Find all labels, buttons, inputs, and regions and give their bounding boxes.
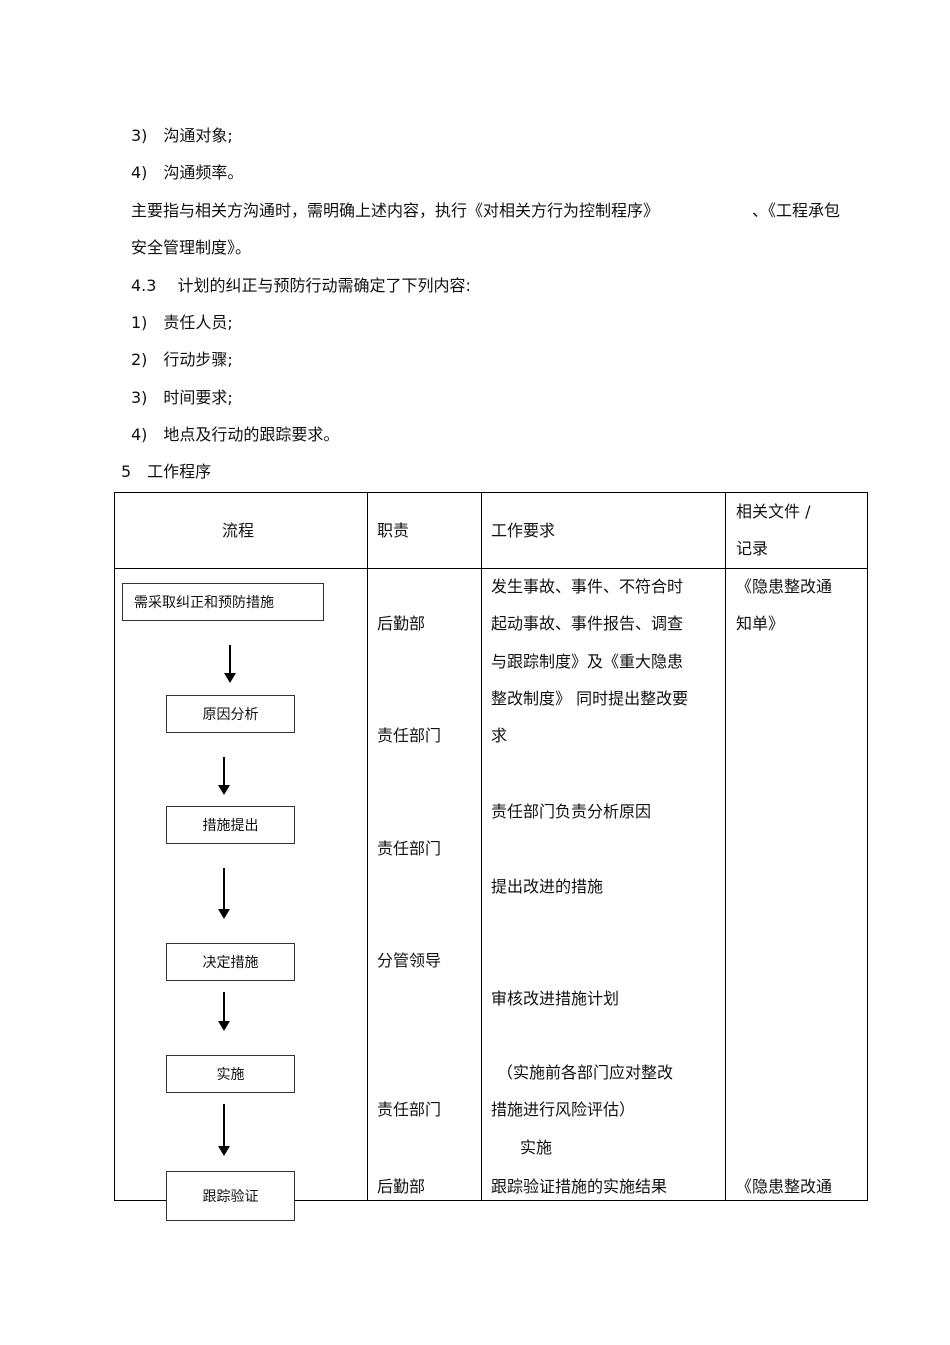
requirement-line: 跟踪验证措施的实施结果 <box>491 1177 668 1196</box>
paragraph-line: 、《工程承包 <box>752 201 841 220</box>
duty-cell: 分管领导 <box>377 951 442 970</box>
list-item-responsible-person: 1) 责任人员; <box>131 313 233 332</box>
list-item-communication-frequency: 4) 沟通频率。 <box>131 163 244 182</box>
requirement-line: 与跟踪制度》及《重大隐患 <box>491 652 684 671</box>
list-item-action-steps: 2) 行动步骤; <box>131 350 233 369</box>
table-divider <box>367 493 368 1200</box>
list-item-time-requirement: 3) 时间要求; <box>131 388 233 407</box>
down-arrow-icon <box>218 868 230 919</box>
down-arrow-icon <box>218 757 230 795</box>
doc-line: 《隐患整改通 <box>736 577 833 596</box>
paragraph-line: 安全管理制度》。 <box>131 238 252 257</box>
flow-box-need-corrective-action: 需采取纠正和预防措施 <box>122 583 324 621</box>
table-divider <box>481 493 482 1200</box>
list-item-location-tracking: 4) 地点及行动的跟踪要求。 <box>131 425 340 444</box>
paragraph-line: 主要指与相关方沟通时，需明确上述内容，执行《对相关方行为控制程序》 <box>131 201 660 220</box>
table-divider <box>725 493 726 1200</box>
down-arrow-icon <box>224 645 236 683</box>
down-arrow-icon <box>218 992 230 1031</box>
requirement-line: 责任部门负责分析原因 <box>491 802 652 821</box>
requirement-line: 整改制度》 同时提出整改要 <box>491 689 689 708</box>
header-duty: 职责 <box>377 521 410 540</box>
requirement-line: 实施 <box>520 1138 553 1157</box>
header-requirements: 工作要求 <box>491 521 556 540</box>
doc-line: 知单》 <box>736 614 785 633</box>
flow-box-tracking-verification: 跟踪验证 <box>166 1171 295 1221</box>
flow-box-implementation: 实施 <box>166 1055 295 1093</box>
requirement-line: （实施前各部门应对整改 <box>497 1063 674 1082</box>
requirement-line: 审核改进措施计划 <box>491 989 620 1008</box>
duty-cell: 责任部门 <box>377 726 442 745</box>
table-divider <box>115 568 867 569</box>
duty-cell: 责任部门 <box>377 1100 442 1119</box>
requirement-line: 求 <box>491 726 508 745</box>
duty-cell: 责任部门 <box>377 839 442 858</box>
flow-box-cause-analysis: 原因分析 <box>166 695 295 733</box>
requirement-line: 提出改进的措施 <box>491 877 604 896</box>
duty-cell: 后勤部 <box>377 614 426 633</box>
doc-line: 《隐患整改通 <box>736 1177 833 1196</box>
header-related-docs: 相关文件 / <box>736 502 811 521</box>
section-heading-4-3: 4.3 计划的纠正与预防行动需确定了下列内容: <box>131 276 471 295</box>
duty-cell: 后勤部 <box>377 1177 426 1196</box>
flow-box-decide-measures: 决定措施 <box>166 943 295 981</box>
flow-box-measure-proposal: 措施提出 <box>166 806 295 844</box>
section-heading-5: 5 工作程序 <box>121 462 212 481</box>
work-procedure-table: 流程 职责 工作要求 相关文件 / 记录 后勤部 责任部门 责任部门 分管领导 … <box>114 492 868 1201</box>
header-flow: 流程 <box>222 521 255 540</box>
requirement-line: 发生事故、事件、不符合时 <box>491 577 684 596</box>
list-item-communication-target: 3) 沟通对象; <box>131 126 233 145</box>
requirement-line: 措施进行风险评估） <box>491 1100 636 1119</box>
down-arrow-icon <box>218 1104 230 1156</box>
requirement-line: 起动事故、事件报告、调查 <box>491 614 684 633</box>
header-related-docs-records: 记录 <box>736 539 769 558</box>
